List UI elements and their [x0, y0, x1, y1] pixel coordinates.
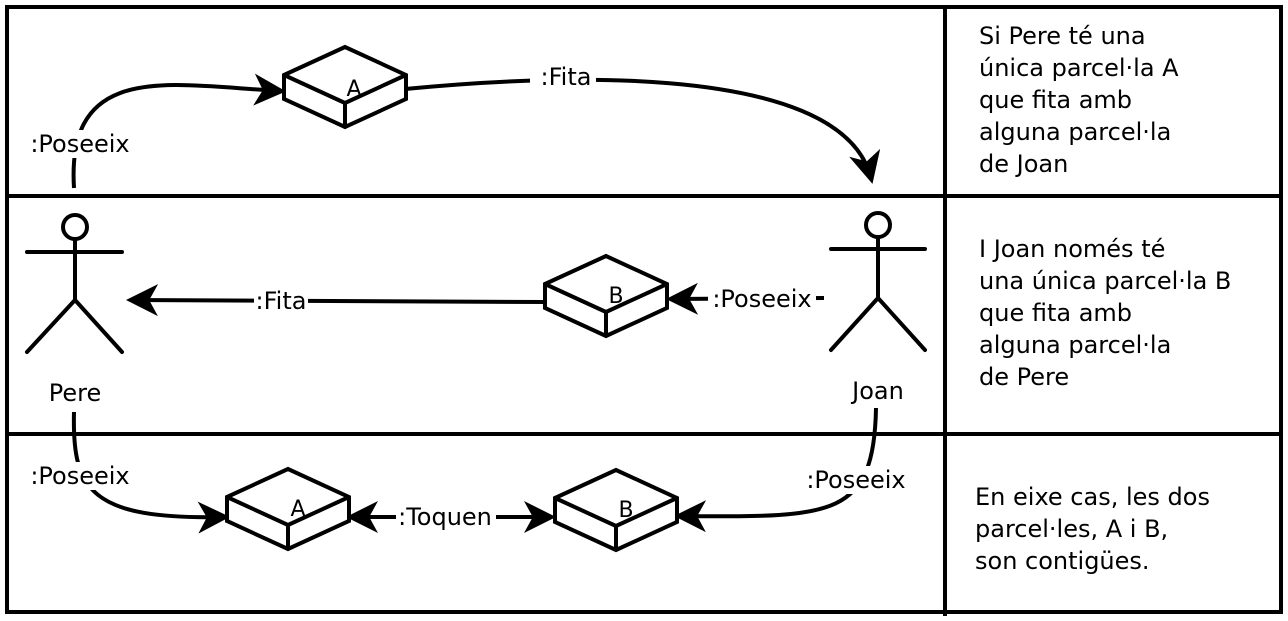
row3-description-line: En eixe cas, les dos: [975, 483, 1210, 511]
row3-connectors: [71, 407, 878, 534]
row2-description-line: una única parcel·la B: [979, 267, 1231, 295]
row1-connectors: [71, 73, 881, 189]
row1-parcel-a: [282, 44, 408, 130]
row1-description-line: de Joan: [979, 150, 1068, 178]
row3-parcel-a-label: A: [290, 497, 305, 522]
row2-fita-label: :Fita: [256, 287, 307, 315]
row3-posseeix-right-label: :Poseeix: [806, 466, 905, 494]
row1-fita-label: :Fita: [541, 63, 592, 91]
actor-joan-figure: [829, 211, 927, 352]
actor-joan-label: Joan: [850, 377, 904, 405]
row1-parcel-a-label: A: [346, 77, 361, 102]
row3-toquen-label: :Toquen: [398, 503, 492, 531]
row1-description: Si Pere té una única parcel·la A que fit…: [979, 22, 1186, 178]
row2-description-line: que fita amb: [979, 299, 1132, 327]
row2-description-line: de Pere: [979, 363, 1069, 391]
row3-description-line: son contigües.: [975, 547, 1150, 575]
row1-description-line: alguna parcel·la: [979, 118, 1171, 146]
row3-description: En eixe cas, les dos parcel·les, A i B, …: [975, 483, 1218, 575]
row2-description-line: alguna parcel·la: [979, 331, 1171, 359]
row3-description-line: parcel·les, A i B,: [975, 515, 1168, 543]
row2-posseeix-label: :Poseeix: [712, 285, 811, 313]
row3-posseeix-left-label: :Poseeix: [30, 462, 129, 490]
actor-pere-figure: [25, 213, 124, 354]
row3-parcel-b: [553, 467, 679, 553]
row2-description: I Joan només té una única parcel·la B qu…: [979, 235, 1239, 391]
row2-parcel-b-label: B: [608, 284, 623, 309]
row2-description-line: I Joan només té: [979, 235, 1165, 263]
row1-description-line: que fita amb: [979, 86, 1132, 114]
row1-posseeix-label: :Poseeix: [30, 130, 129, 158]
row2-parcel-b: [543, 253, 669, 339]
row3-parcel-b-label: B: [618, 498, 633, 523]
row1-description-line: Si Pere té una: [979, 22, 1146, 50]
row1-description-line: única parcel·la A: [979, 54, 1179, 82]
table-grid: [5, 5, 1283, 616]
row3-parcel-a: [225, 466, 351, 552]
actor-pere-label: Pere: [49, 379, 102, 407]
